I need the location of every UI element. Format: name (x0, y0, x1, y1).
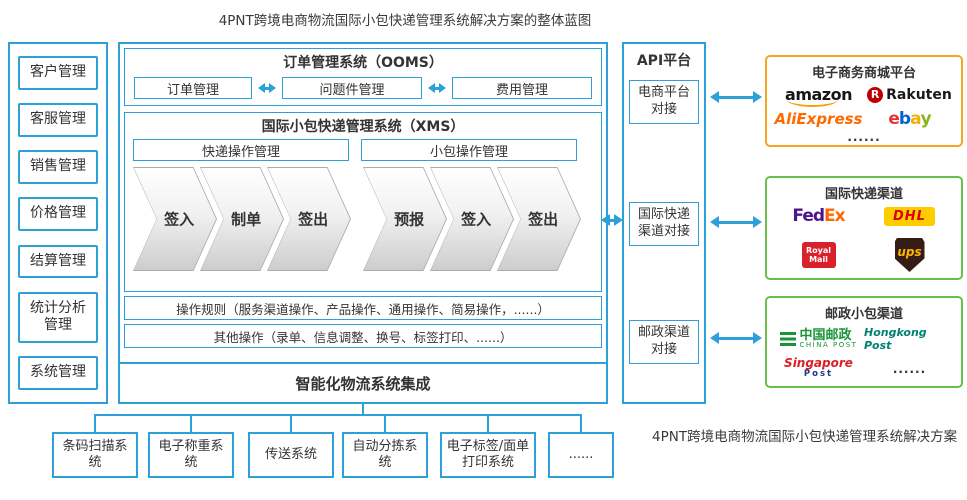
step-sign-out-2: 签出 (497, 167, 581, 271)
sidebar-item-pricing-mgmt: 价格管理 (18, 197, 98, 231)
step-sign-out-1: 签出 (267, 167, 351, 271)
amazon-logo: amazon (785, 85, 852, 107)
arrow-api-express (710, 216, 762, 228)
ecommerce-more-ellipsis: ...... (847, 130, 881, 144)
sidebar-item-settlement-mgmt: 结算管理 (18, 244, 98, 279)
step-sign-in-2: 签入 (430, 167, 514, 271)
xms-box: 国际小包快递管理系统（XMS） 快递操作管理 小包操作管理 签入 制单 签出 (124, 112, 602, 292)
ebay-logo: e b a y (888, 109, 931, 129)
api-item-postal-connect: 邮政渠道对接 (629, 320, 699, 364)
api-platform-title: API平台 (636, 53, 692, 69)
express-box-title: 国际快递渠道 (824, 187, 903, 202)
system-barcode-scanner: 条码扫描系统 (52, 432, 138, 478)
arrow-api-ecommerce (710, 91, 762, 103)
parcel-ops-header: 小包操作管理 (361, 139, 577, 161)
other-operations-bar: 其他操作（录单、信息调整、换号、标签打印、......） (124, 324, 602, 348)
arrow-xms-api (601, 214, 623, 226)
ooms-modules-row: 订单管理 问题件管理 费用管理 (125, 77, 601, 99)
express-process-flow: 签入 制单 签出 (133, 167, 351, 271)
api-item-express-connect: 国际快递渠道对接 (629, 202, 699, 246)
ecommerce-logo-grid: amazon R Rakuten AliExpress e b a y (767, 83, 961, 129)
connector-line (487, 414, 489, 432)
ooms-title: 订单管理系统（OOMS） (283, 55, 443, 71)
ecommerce-box-title: 电子商务商城平台 (811, 66, 916, 81)
postal-box-title: 邮政小包渠道 (824, 307, 903, 322)
connector-line (94, 414, 96, 432)
system-electronic-scale: 电子称重系统 (148, 432, 234, 478)
rakuten-logo: R Rakuten (867, 86, 952, 103)
postal-channels-box: 邮政小包渠道 中国邮政 CHINA POST Hongkong Post Sin… (765, 296, 963, 388)
system-auto-sorting: 自动分拣系统 (342, 432, 428, 478)
core-systems-panel: 订单管理系统（OOMS） 订单管理 问题件管理 费用管理 国际小包快递管理系统（… (118, 42, 608, 404)
step-sign-in-1: 签入 (133, 167, 217, 271)
chinapost-emblem-icon (779, 331, 796, 346)
double-arrow-icon (428, 83, 446, 93)
hongkongpost-logo: Hongkong Post (864, 326, 927, 352)
smart-logistics-integration-bar: 智能化物流系统集成 (118, 362, 608, 404)
double-arrow-icon (258, 83, 276, 93)
postal-more-ellipsis: ...... (892, 361, 927, 376)
api-platform-panel: API平台 电商平台对接 国际快递渠道对接 邮政渠道对接 (622, 42, 706, 404)
sidebar-item-system-mgmt: 系统管理 (18, 356, 98, 390)
solution-caption: 4PNT跨境电商物流国际小包快递管理系统解决方案 (652, 429, 958, 445)
connector-line (94, 414, 582, 416)
ecommerce-platforms-box: 电子商务商城平台 amazon R Rakuten AliExpress e b… (765, 55, 963, 147)
operation-rules-bar: 操作规则（服务渠道操作、产品操作、通用操作、简易操作，......） (124, 296, 602, 320)
step-make-label: 制单 (200, 167, 284, 271)
sidebar-item-customer-mgmt: 客户管理 (18, 56, 98, 90)
module-fee-mgmt: 费用管理 (452, 77, 592, 99)
connector-line (580, 414, 582, 432)
sidebar-item-stats-analysis: 统计分析管理 (18, 291, 98, 343)
arrow-api-postal (710, 332, 762, 344)
system-label-printing: 电子标签/面单打印系统 (440, 432, 536, 478)
diagram-title: 4PNT跨境电商物流国际小包快递管理系统解决方案的整体蓝图 (218, 13, 592, 29)
module-problem-mgmt: 问题件管理 (282, 77, 422, 99)
express-ops-header: 快递操作管理 (133, 139, 349, 161)
aliexpress-logo: AliExpress (774, 110, 863, 128)
module-order-mgmt: 订单管理 (134, 77, 252, 99)
connector-line (190, 414, 192, 432)
api-item-ecommerce-connect: 电商平台对接 (629, 80, 699, 124)
sidebar-item-service-mgmt: 客服管理 (18, 103, 98, 137)
connector-line (362, 404, 364, 414)
dhl-logo: DHL (884, 206, 935, 226)
postal-logo-grid: 中国邮政 CHINA POST Hongkong Post Singapore … (767, 324, 961, 380)
system-conveyor: 传送系统 (248, 432, 334, 478)
sidebar-item-sales-mgmt: 销售管理 (18, 150, 98, 184)
xms-title: 国际小包快递管理系统（XMS） (261, 119, 465, 135)
singaporepost-logo: Singapore Post (784, 356, 853, 380)
system-more-ellipsis: ...... (548, 432, 614, 478)
chinapost-logo: 中国邮政 CHINA POST (779, 328, 858, 350)
connector-line (290, 414, 292, 432)
parcel-process-flow: 预报 签入 签出 (363, 167, 581, 271)
royalmail-logo: Royal Mail (801, 242, 836, 268)
ooms-box: 订单管理系统（OOMS） 订单管理 问题件管理 费用管理 (124, 48, 602, 106)
connector-line (384, 414, 386, 432)
step-forecast: 预报 (363, 167, 447, 271)
management-sidebar: 客户管理 客服管理 销售管理 价格管理 结算管理 统计分析管理 系统管理 (8, 42, 108, 404)
ups-logo: ups (894, 238, 925, 272)
